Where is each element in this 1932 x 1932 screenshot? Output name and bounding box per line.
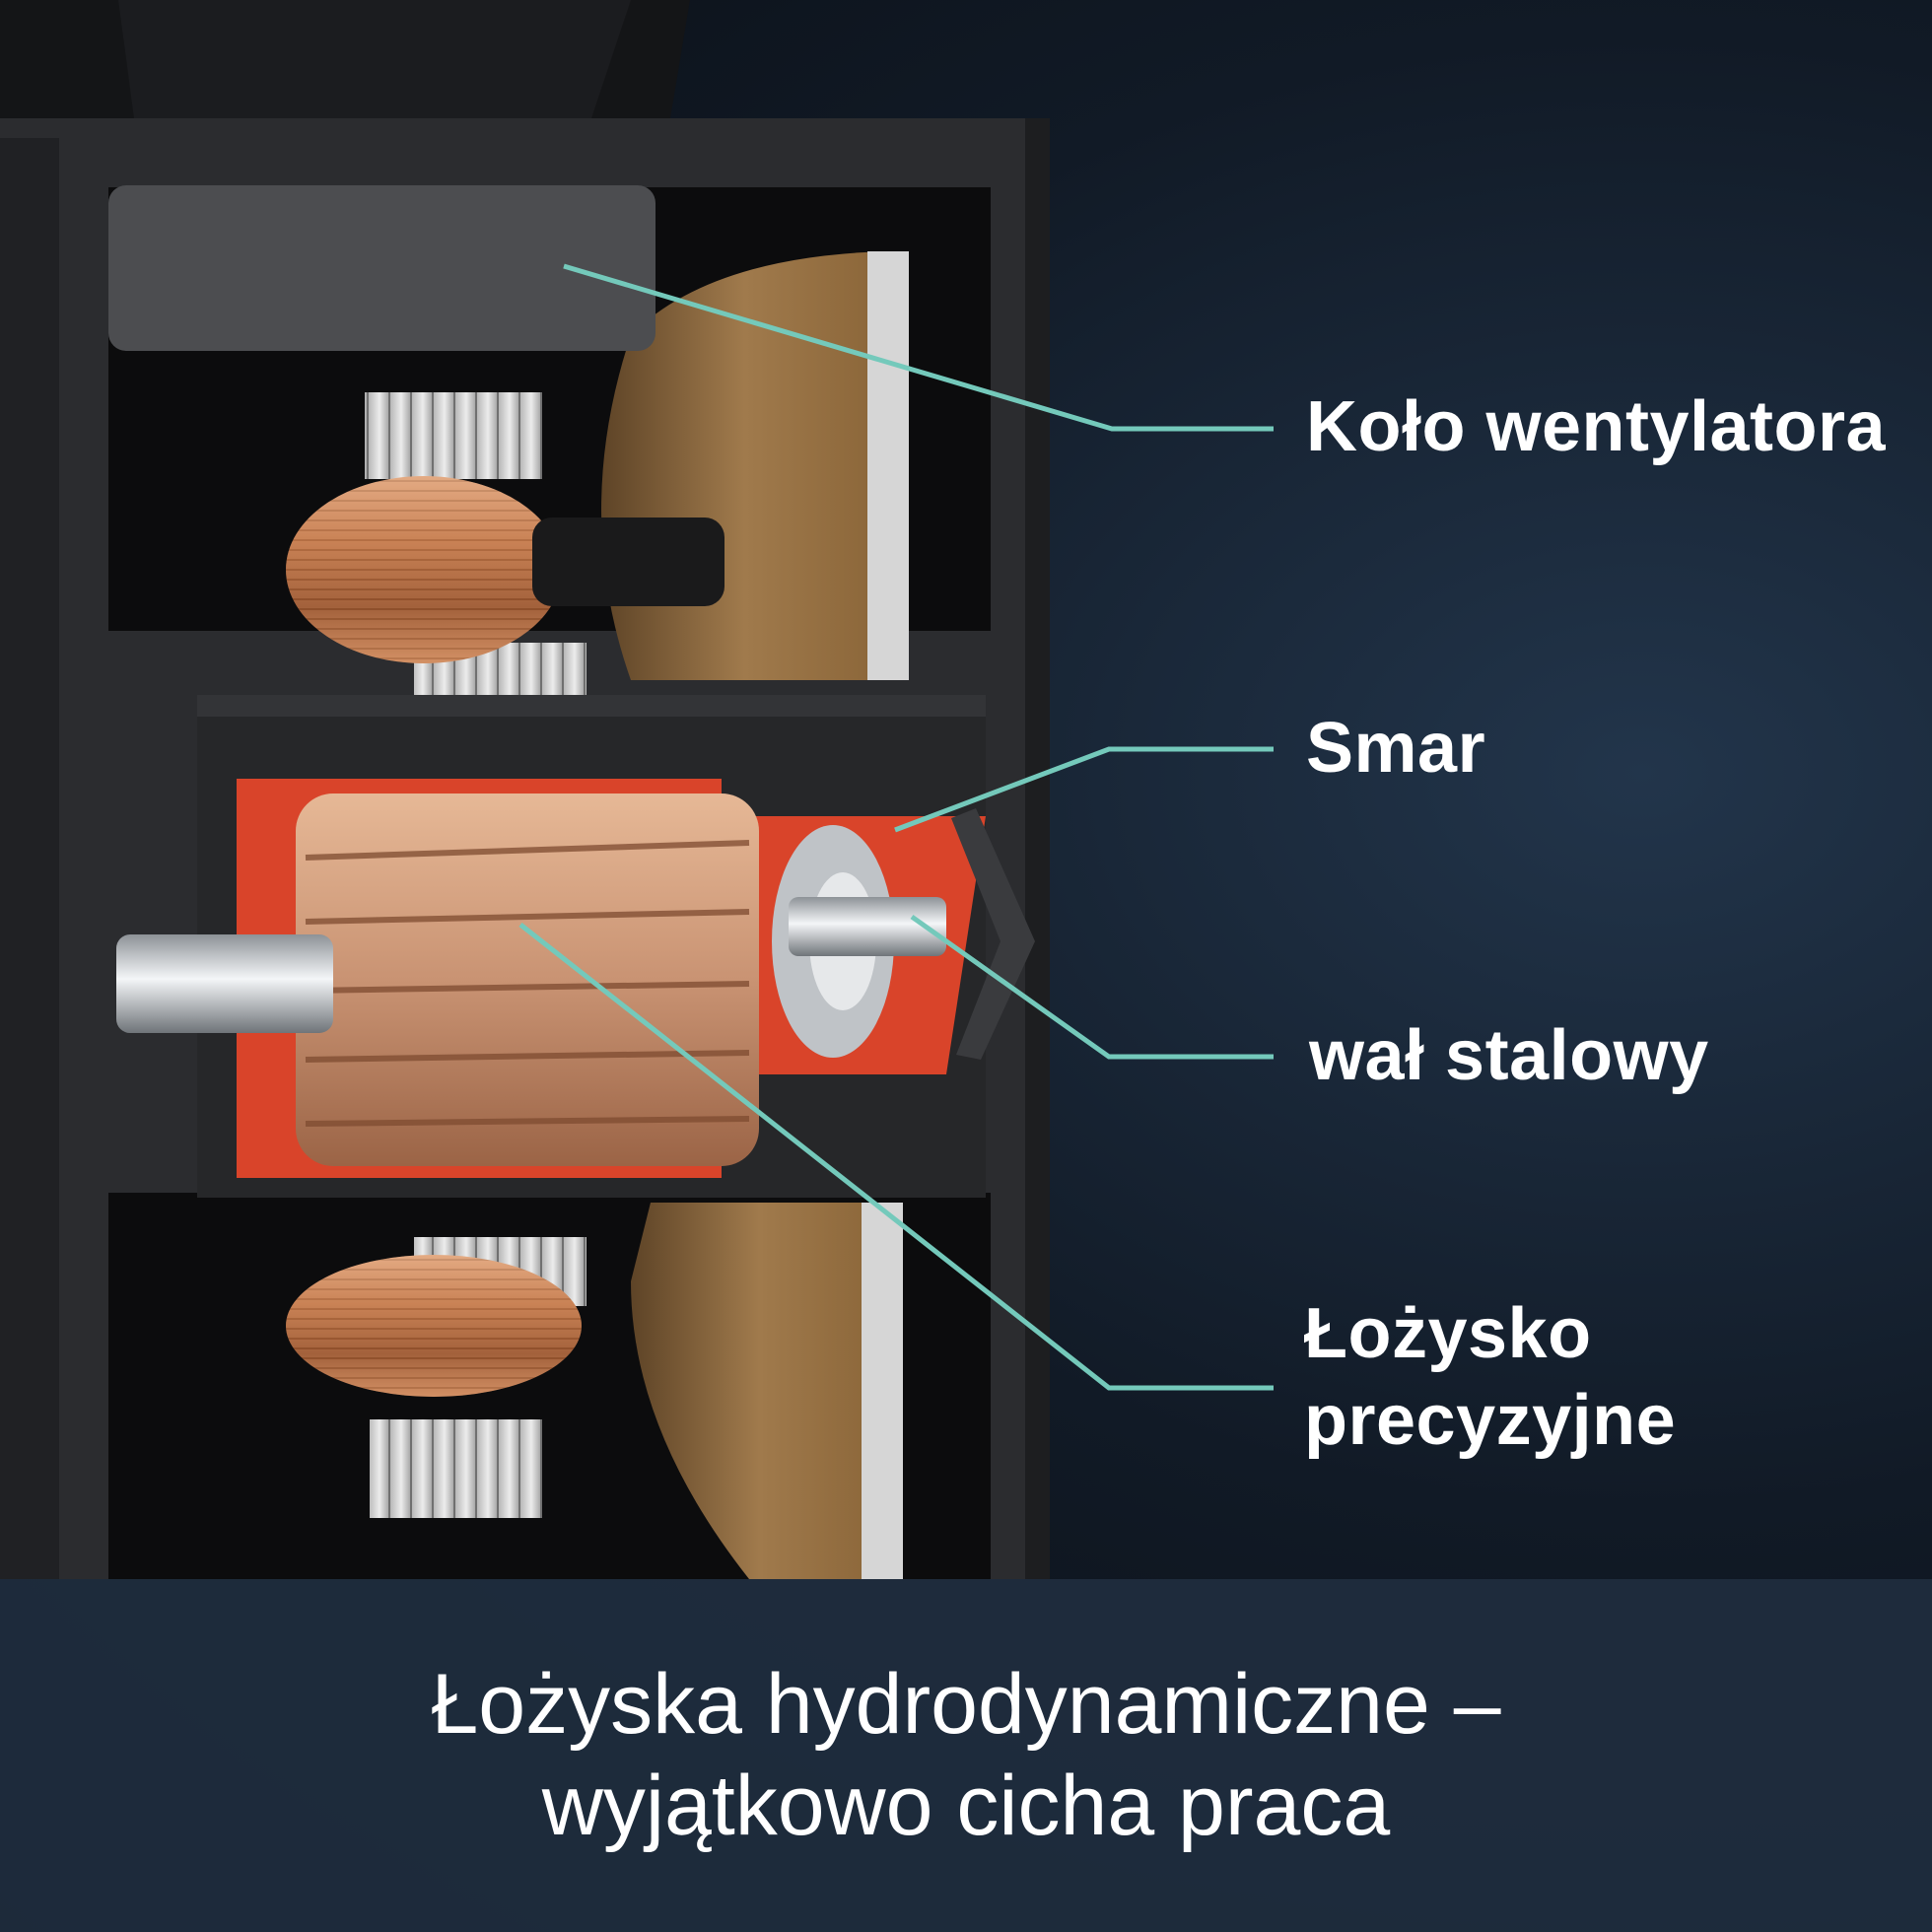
rotor-flutes [305, 840, 750, 1127]
fan-wheel-hub-lower [631, 1203, 887, 1579]
steel-shaft [116, 934, 333, 1033]
steel-shaft-tip [789, 897, 946, 956]
caption-line-2: wyjątkowo cicha praca [541, 1759, 1391, 1853]
stator-lamination-upper-top [365, 392, 542, 479]
fan-wheel-ring [108, 185, 656, 351]
caption-bar: Łożyska hydrodynamiczne – wyjątkowo cich… [0, 1579, 1932, 1932]
leader-line-fan-wheel [563, 263, 1274, 432]
leader-line-bearing [518, 923, 1274, 1391]
caption-line-1: Łożyska hydrodynamiczne – [431, 1656, 1501, 1752]
leader-line-grease [894, 746, 1274, 833]
precision-bearing-rotor [296, 794, 759, 1166]
stator-lamination-lower-bottom [370, 1419, 542, 1518]
shaft-retainer-clip [951, 808, 1035, 1060]
leader-line-steel-shaft [910, 914, 1274, 1060]
callout-leader-lines [518, 263, 1274, 1391]
